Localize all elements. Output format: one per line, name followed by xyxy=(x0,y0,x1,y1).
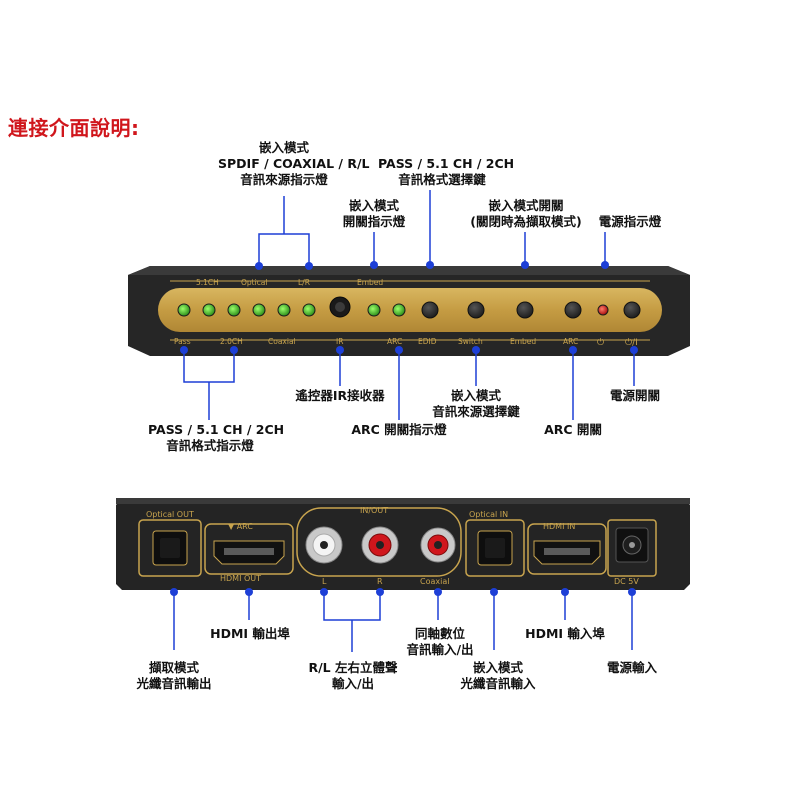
hdmi-in-frame xyxy=(527,523,607,575)
caption-format-select-key: PASS / 5.1 CH / 2CH 音訊格式選擇鍵 xyxy=(378,156,515,187)
label-lr: L/R xyxy=(298,278,310,287)
source-switch-button[interactable] xyxy=(467,301,485,319)
label-l: L xyxy=(322,577,327,586)
dc-frame xyxy=(607,519,657,577)
label-hdmi-out: HDMI OUT xyxy=(220,574,261,583)
label-pass: Pass xyxy=(174,337,191,346)
label-arc-btn: ARC xyxy=(563,337,578,346)
optical-out-frame xyxy=(138,519,202,577)
embed-mode-button[interactable] xyxy=(516,301,534,319)
label-optical-in: Optical IN xyxy=(469,510,508,519)
caption-hdmi-in: HDMI 輸入埠 xyxy=(525,626,605,641)
caption-dc-input: 電源輸入 xyxy=(606,660,657,675)
label-embed-top: Embed xyxy=(357,278,383,287)
rear-panel: Optical OUT ▼ ARC HDMI OUT IN/OUT L R Co… xyxy=(116,498,690,590)
led-embed xyxy=(367,303,381,317)
led-pass xyxy=(177,303,191,317)
ir-lens-icon xyxy=(335,302,345,312)
label-r: R xyxy=(377,577,383,586)
label-arc-led: ARC xyxy=(387,337,402,346)
gold-faceplate xyxy=(158,288,662,332)
hdmi-out-pins-icon xyxy=(224,548,274,555)
optical-in-shutter-icon xyxy=(485,538,505,558)
label-embed-bottom: Embed xyxy=(510,337,536,346)
caption-embed-mode-switch: 嵌入模式開關 (關閉時為擷取模式) xyxy=(470,198,582,229)
label-arc-rear: ▼ ARC xyxy=(228,522,253,531)
optical-out-shutter-icon xyxy=(160,538,180,558)
label-optical: Optical xyxy=(241,278,268,287)
caption-embed-source-key: 嵌入模式 音訊來源選擇鍵 xyxy=(432,388,520,419)
label-hdmi-in: HDMI IN xyxy=(543,522,575,531)
power-led xyxy=(597,304,609,316)
power-symbol-icon: ⏻ xyxy=(597,337,604,348)
led-optical xyxy=(252,303,266,317)
caption-coaxial: 同軸數位 音訊輸入/出 xyxy=(406,626,474,657)
led-lr xyxy=(302,303,316,317)
caption-embed-switch-led: 嵌入模式 開關指示燈 xyxy=(342,198,406,229)
led-5-1ch xyxy=(202,303,216,317)
caption-arc-led: ARC 開關指示燈 xyxy=(351,422,447,437)
optical-in-frame xyxy=(465,519,525,577)
power-standby-icon: ⏻/I xyxy=(625,337,638,348)
caption-hdmi-out: HDMI 輸出埠 xyxy=(210,626,290,641)
caption-ir-receiver: 遙控器IR接收器 xyxy=(295,388,385,403)
caption-embed-source-led: 嵌入模式 SPDIF / COAXIAL / R/L 音訊來源指示燈 xyxy=(218,140,370,187)
led-arc xyxy=(392,303,406,317)
hdmi-in-pins-icon xyxy=(544,548,590,555)
caption-optical-out: 擷取模式 光纖音訊輸出 xyxy=(136,660,212,691)
label-optical-out: Optical OUT xyxy=(146,510,194,519)
label-switch: Switch xyxy=(458,337,483,346)
label-coaxial-front: Coaxial xyxy=(268,337,296,346)
label-5-1ch: 5.1CH xyxy=(196,278,219,287)
front-panel: 5.1CH Optical L/R Embed Pass 2.0CH Coaxi… xyxy=(128,266,690,356)
front-leader-dots xyxy=(180,261,638,354)
arc-switch-button[interactable] xyxy=(564,301,582,319)
rca-frame xyxy=(296,507,462,577)
led-2ch xyxy=(227,303,241,317)
rear-leader-lines xyxy=(173,592,633,652)
caption-power-led: 電源指示燈 xyxy=(598,214,662,229)
rear-leader-dots xyxy=(170,588,636,596)
caption-power-switch: 電源開關 xyxy=(609,388,660,403)
caption-arc-switch: ARC 開關 xyxy=(544,422,602,437)
front-leader-lines xyxy=(183,190,635,420)
label-2ch: 2.0CH xyxy=(220,337,243,346)
label-coaxial-rear: Coaxial xyxy=(420,577,449,586)
power-button[interactable] xyxy=(623,301,641,319)
caption-optical-in: 嵌入模式 光纖音訊輸入 xyxy=(460,660,536,691)
page-title: 連接介面說明: xyxy=(8,116,140,140)
format-select-button[interactable] xyxy=(421,301,439,319)
led-coaxial xyxy=(277,303,291,317)
label-in-out: IN/OUT xyxy=(360,506,388,515)
caption-rl-stereo: R/L 左右立體聲 輸入/出 xyxy=(308,660,398,691)
label-edid: EDID xyxy=(418,337,437,346)
hdmi-out-frame xyxy=(204,523,294,575)
label-ir: IR xyxy=(336,337,343,346)
label-dc5v: DC 5V xyxy=(614,577,639,586)
caption-format-leds: PASS / 5.1 CH / 2CH 音訊格式指示燈 xyxy=(148,422,285,453)
